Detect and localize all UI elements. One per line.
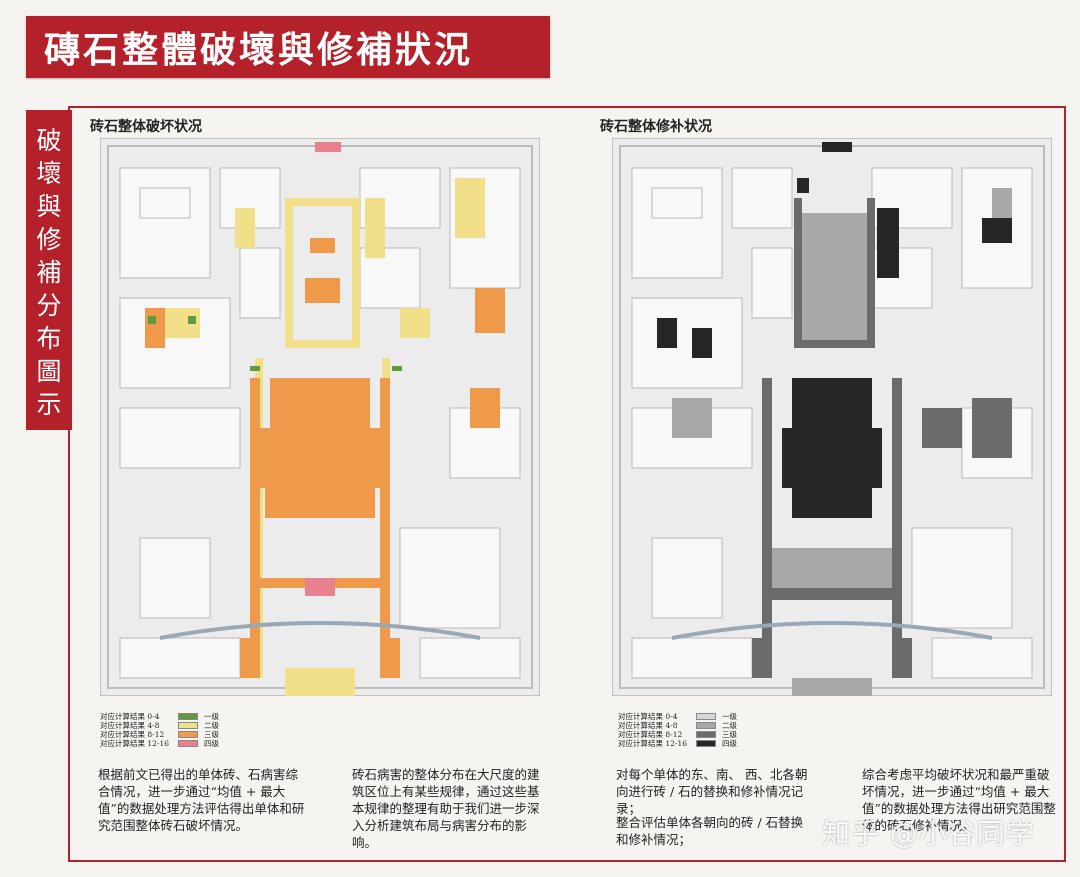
side-tab-char: 修: [36, 225, 62, 254]
right-legend: 对应计算结果 0-4 一级 对应计算结果 4-8 二级 对应计算结果 8-12 …: [618, 712, 737, 748]
legend-item: 对应计算结果 8-12 三级: [618, 730, 737, 739]
legend-level: 四级: [204, 739, 219, 748]
legend-item: 对应计算结果 8-12 三级: [100, 730, 219, 739]
legend-swatch: [696, 731, 716, 738]
right-subtitle: 砖石整体修补状况: [600, 119, 712, 135]
legend-level: 二级: [722, 721, 737, 730]
side-tab-char: 示: [36, 390, 62, 419]
legend-swatch: [696, 740, 716, 747]
legend-item: 对应计算结果 12-16 四级: [618, 739, 737, 748]
legend-level: 一级: [722, 712, 737, 721]
legend-swatch: [178, 722, 198, 729]
legend-label: 对应计算结果 8-12: [100, 730, 165, 739]
legend-level: 三级: [204, 730, 219, 739]
legend-label: 对应计算结果 12-16: [100, 739, 170, 748]
legend-item: 对应计算结果 4-8 二级: [100, 721, 219, 730]
side-tab-char: 分: [36, 291, 62, 320]
side-tab-char: 補: [36, 258, 62, 287]
right-description-3: 综合考虑平均破坏状况和最严重破坏情况，进一步通过“均值 + 最大值”的数据处理方…: [862, 767, 1056, 833]
left-subtitle: 砖石整体破坏状况: [90, 119, 202, 135]
damage-map: [100, 138, 540, 696]
legend-label: 对应计算结果 4-8: [618, 721, 678, 730]
legend-label: 对应计算结果 12-16: [618, 739, 688, 748]
repair-map: [612, 138, 1052, 696]
content-frame: [68, 106, 1066, 862]
side-tab-char: 壞: [36, 159, 62, 188]
watermark: 知乎 @小谷同学: [822, 817, 1035, 850]
right-description-1: 对每个单体的东、南、 西、北各朝向进行砖 / 石的替换和修补情况记录；: [616, 767, 808, 816]
legend-level: 四级: [722, 739, 737, 748]
legend-label: 对应计算结果 4-8: [100, 721, 160, 730]
left-legend: 对应计算结果 0-4 一级 对应计算结果 4-8 二级 对应计算结果 8-12 …: [100, 712, 219, 748]
legend-label: 对应计算结果 0-4: [618, 712, 678, 721]
legend-item: 对应计算结果 0-4 一级: [100, 712, 219, 721]
page-title: 磚石整體破壞與修補狀況: [26, 16, 550, 78]
legend-level: 一级: [204, 712, 219, 721]
side-tab: 破 壞 與 修 補 分 布 圖 示: [26, 110, 72, 430]
side-tab-char: 圖: [36, 357, 62, 386]
legend-swatch: [696, 713, 716, 720]
legend-label: 对应计算结果 8-12: [618, 730, 683, 739]
legend-swatch: [178, 740, 198, 747]
side-tab-char: 與: [36, 192, 62, 221]
legend-item: 对应计算结果 0-4 一级: [618, 712, 737, 721]
legend-label: 对应计算结果 0-4: [100, 712, 160, 721]
legend-level: 二级: [204, 721, 219, 730]
right-description-2: 整合评估单体各朝向的砖 / 石替换和修补情况；: [616, 815, 804, 847]
side-tab-char: 布: [36, 324, 62, 353]
legend-swatch: [178, 731, 198, 738]
left-description-2: 砖石病害的整体分布在大尺度的建筑区位上有某些规律，通过这些基本规律的整理有助于我…: [352, 767, 540, 850]
side-tab-char: 破: [36, 126, 62, 155]
legend-level: 三级: [722, 730, 737, 739]
legend-swatch: [178, 713, 198, 720]
legend-item: 对应计算结果 4-8 二级: [618, 721, 737, 730]
left-description-1: 根据前文已得出的单体砖、石病害综合情况，进一步通过“均值 + 最大值”的数据处理…: [98, 767, 305, 833]
legend-swatch: [696, 722, 716, 729]
legend-item: 对应计算结果 12-16 四级: [100, 739, 219, 748]
